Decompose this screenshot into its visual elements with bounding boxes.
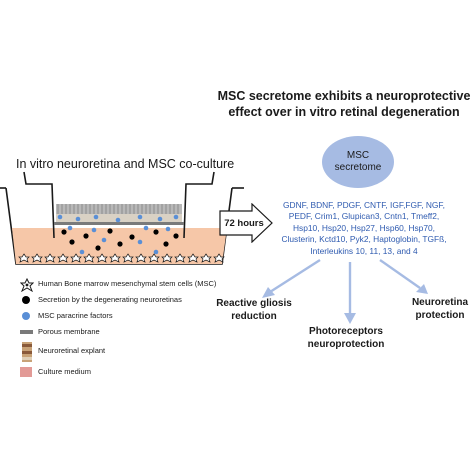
paracrine-factor-dots (57, 214, 179, 255)
secretion-dot (117, 241, 123, 247)
msc-cell (18, 253, 30, 263)
legend-item-explant: Neuroretinal explant (20, 342, 240, 362)
outcome-2-line-1: Photoreceptors (309, 326, 383, 337)
legend-item-medium: Culture medium (20, 366, 240, 380)
msc-cell (187, 253, 199, 263)
paracrine-factor-dot (137, 214, 143, 220)
msc-cell (174, 253, 186, 263)
secretion-dot (129, 234, 135, 240)
neuroretinal-explant-icon (22, 342, 32, 362)
factors-line-3: Hsp10, Hsp20, Hsp27, Hsp60, Hsp70, (293, 222, 435, 233)
paracrine-factor-dot (79, 249, 85, 255)
outcome-neuroretina: Neuroretina protection (400, 297, 474, 322)
legend-label-membrane: Porous membrane (38, 327, 100, 336)
paracrine-factor-dot (137, 239, 143, 245)
msc-cell (31, 253, 43, 263)
paracrine-factor-dot (153, 249, 159, 255)
msc-cell (44, 253, 56, 263)
msc-cell-icon (20, 278, 34, 292)
outcome-1-line-1: Reactive gliosis (216, 298, 292, 309)
legend-label-secretion: Secretion by the degenerating neuroretin… (38, 295, 182, 304)
coculture-diagram (0, 171, 244, 265)
paracrine-factor-dot (75, 216, 81, 222)
msc-cell (122, 253, 134, 263)
secreted-factors-list: GDNF, BDNF, PDGF, CNTF, IGF,FGF, NGF, PE… (256, 200, 472, 257)
secretion-dot (173, 233, 179, 239)
msc-cell (148, 253, 160, 263)
paracrine-factor-dot (143, 225, 149, 231)
secretion-dot (163, 241, 169, 247)
paracrine-factor-dot (115, 217, 121, 223)
main-title-line-1: MSC secretome exhibits a neuroprotective (217, 89, 471, 103)
secretion-dot (69, 239, 75, 245)
legend-label-msc: Human Bone marrow mesenchymal stem cells… (38, 279, 217, 288)
time-arrow-label: 72 hours (224, 218, 264, 229)
culture-medium-icon (20, 367, 32, 377)
outcome-arrows (262, 258, 428, 324)
paracrine-factor-dot (57, 214, 63, 220)
legend-item-secretion: Secretion by the degenerating neuroretin… (20, 294, 240, 308)
paracrine-factor-dot (93, 214, 99, 220)
msc-cell (83, 253, 95, 263)
paracrine-factor-dot (101, 237, 107, 243)
msc-cell (96, 253, 108, 263)
outcome-3-line-2: protection (415, 309, 465, 321)
paracrine-factor-dot (91, 227, 97, 233)
factors-line-4: Clusterin, Kctd10, Pyk2, Haptoglobin, TG… (281, 234, 447, 245)
secretion-dot (83, 233, 89, 239)
factors-line-5: Interleukins 10, 11, 13, and 4 (310, 245, 418, 256)
porous-membrane-icon (20, 330, 33, 334)
secretome-label-line-2: secretome (334, 162, 382, 173)
factors-line-1: GDNF, BDNF, PDGF, CNTF, IGF,FGF, NGF, (283, 200, 445, 210)
msc-cells (18, 253, 225, 263)
paracrine-factor-dot (157, 216, 163, 222)
outcome-photoreceptors: Photoreceptors neuroprotection (285, 326, 407, 351)
msc-cell (135, 253, 147, 263)
factors-line-2: PEDF, Crim1, Glupican3, Cntn1, Tmeff2, (288, 211, 440, 222)
legend-label-explant: Neuroretinal explant (38, 346, 106, 355)
time-arrow (219, 203, 273, 243)
paracrine-factor-dot (67, 225, 73, 231)
outcome-2-line-2: neuroprotection (307, 338, 385, 350)
paracrine-factor-dot (165, 226, 171, 232)
insert-right-wall (183, 171, 215, 239)
legend-item-membrane: Porous membrane (20, 326, 240, 340)
msc-cell (57, 253, 69, 263)
legend-label-medium: Culture medium (38, 367, 91, 376)
secretion-dot (107, 228, 113, 234)
main-title: MSC secretome exhibits a neuroprotective… (214, 88, 474, 120)
secretion-dot (153, 229, 159, 235)
insert-left-wall (23, 171, 55, 239)
secretion-dot (95, 245, 101, 251)
msc-cell (213, 253, 225, 263)
legend-item-msc: Human Bone marrow mesenchymal stem cells… (20, 278, 240, 292)
msc-cell (70, 253, 82, 263)
main-title-line-2: effect over in vitro retinal degeneratio… (228, 105, 460, 119)
msc-cell (109, 253, 121, 263)
coculture-title: In vitro neuroretina and MSC co-culture (16, 157, 235, 171)
legend-item-paracrine: MSC paracrine factors (20, 310, 240, 324)
secretion-dots (61, 228, 179, 251)
secretome-circle: MSC secretome (322, 136, 394, 188)
secretome-label-line-1: MSC (346, 150, 370, 161)
secretion-dot (61, 229, 67, 235)
legend-label-paracrine: MSC paracrine factors (38, 311, 113, 320)
outcome-3-line-1: Neuroretina (411, 297, 469, 308)
black-dot-icon (22, 296, 30, 304)
msc-cell (161, 253, 173, 263)
blue-dot-icon (22, 312, 30, 320)
paracrine-factor-dot (173, 214, 179, 220)
porous-membrane (54, 222, 184, 225)
outcome-1-line-2: reduction (231, 310, 277, 322)
outcome-reactive-gliosis: Reactive gliosis reduction (206, 298, 302, 323)
msc-cell (200, 253, 212, 263)
